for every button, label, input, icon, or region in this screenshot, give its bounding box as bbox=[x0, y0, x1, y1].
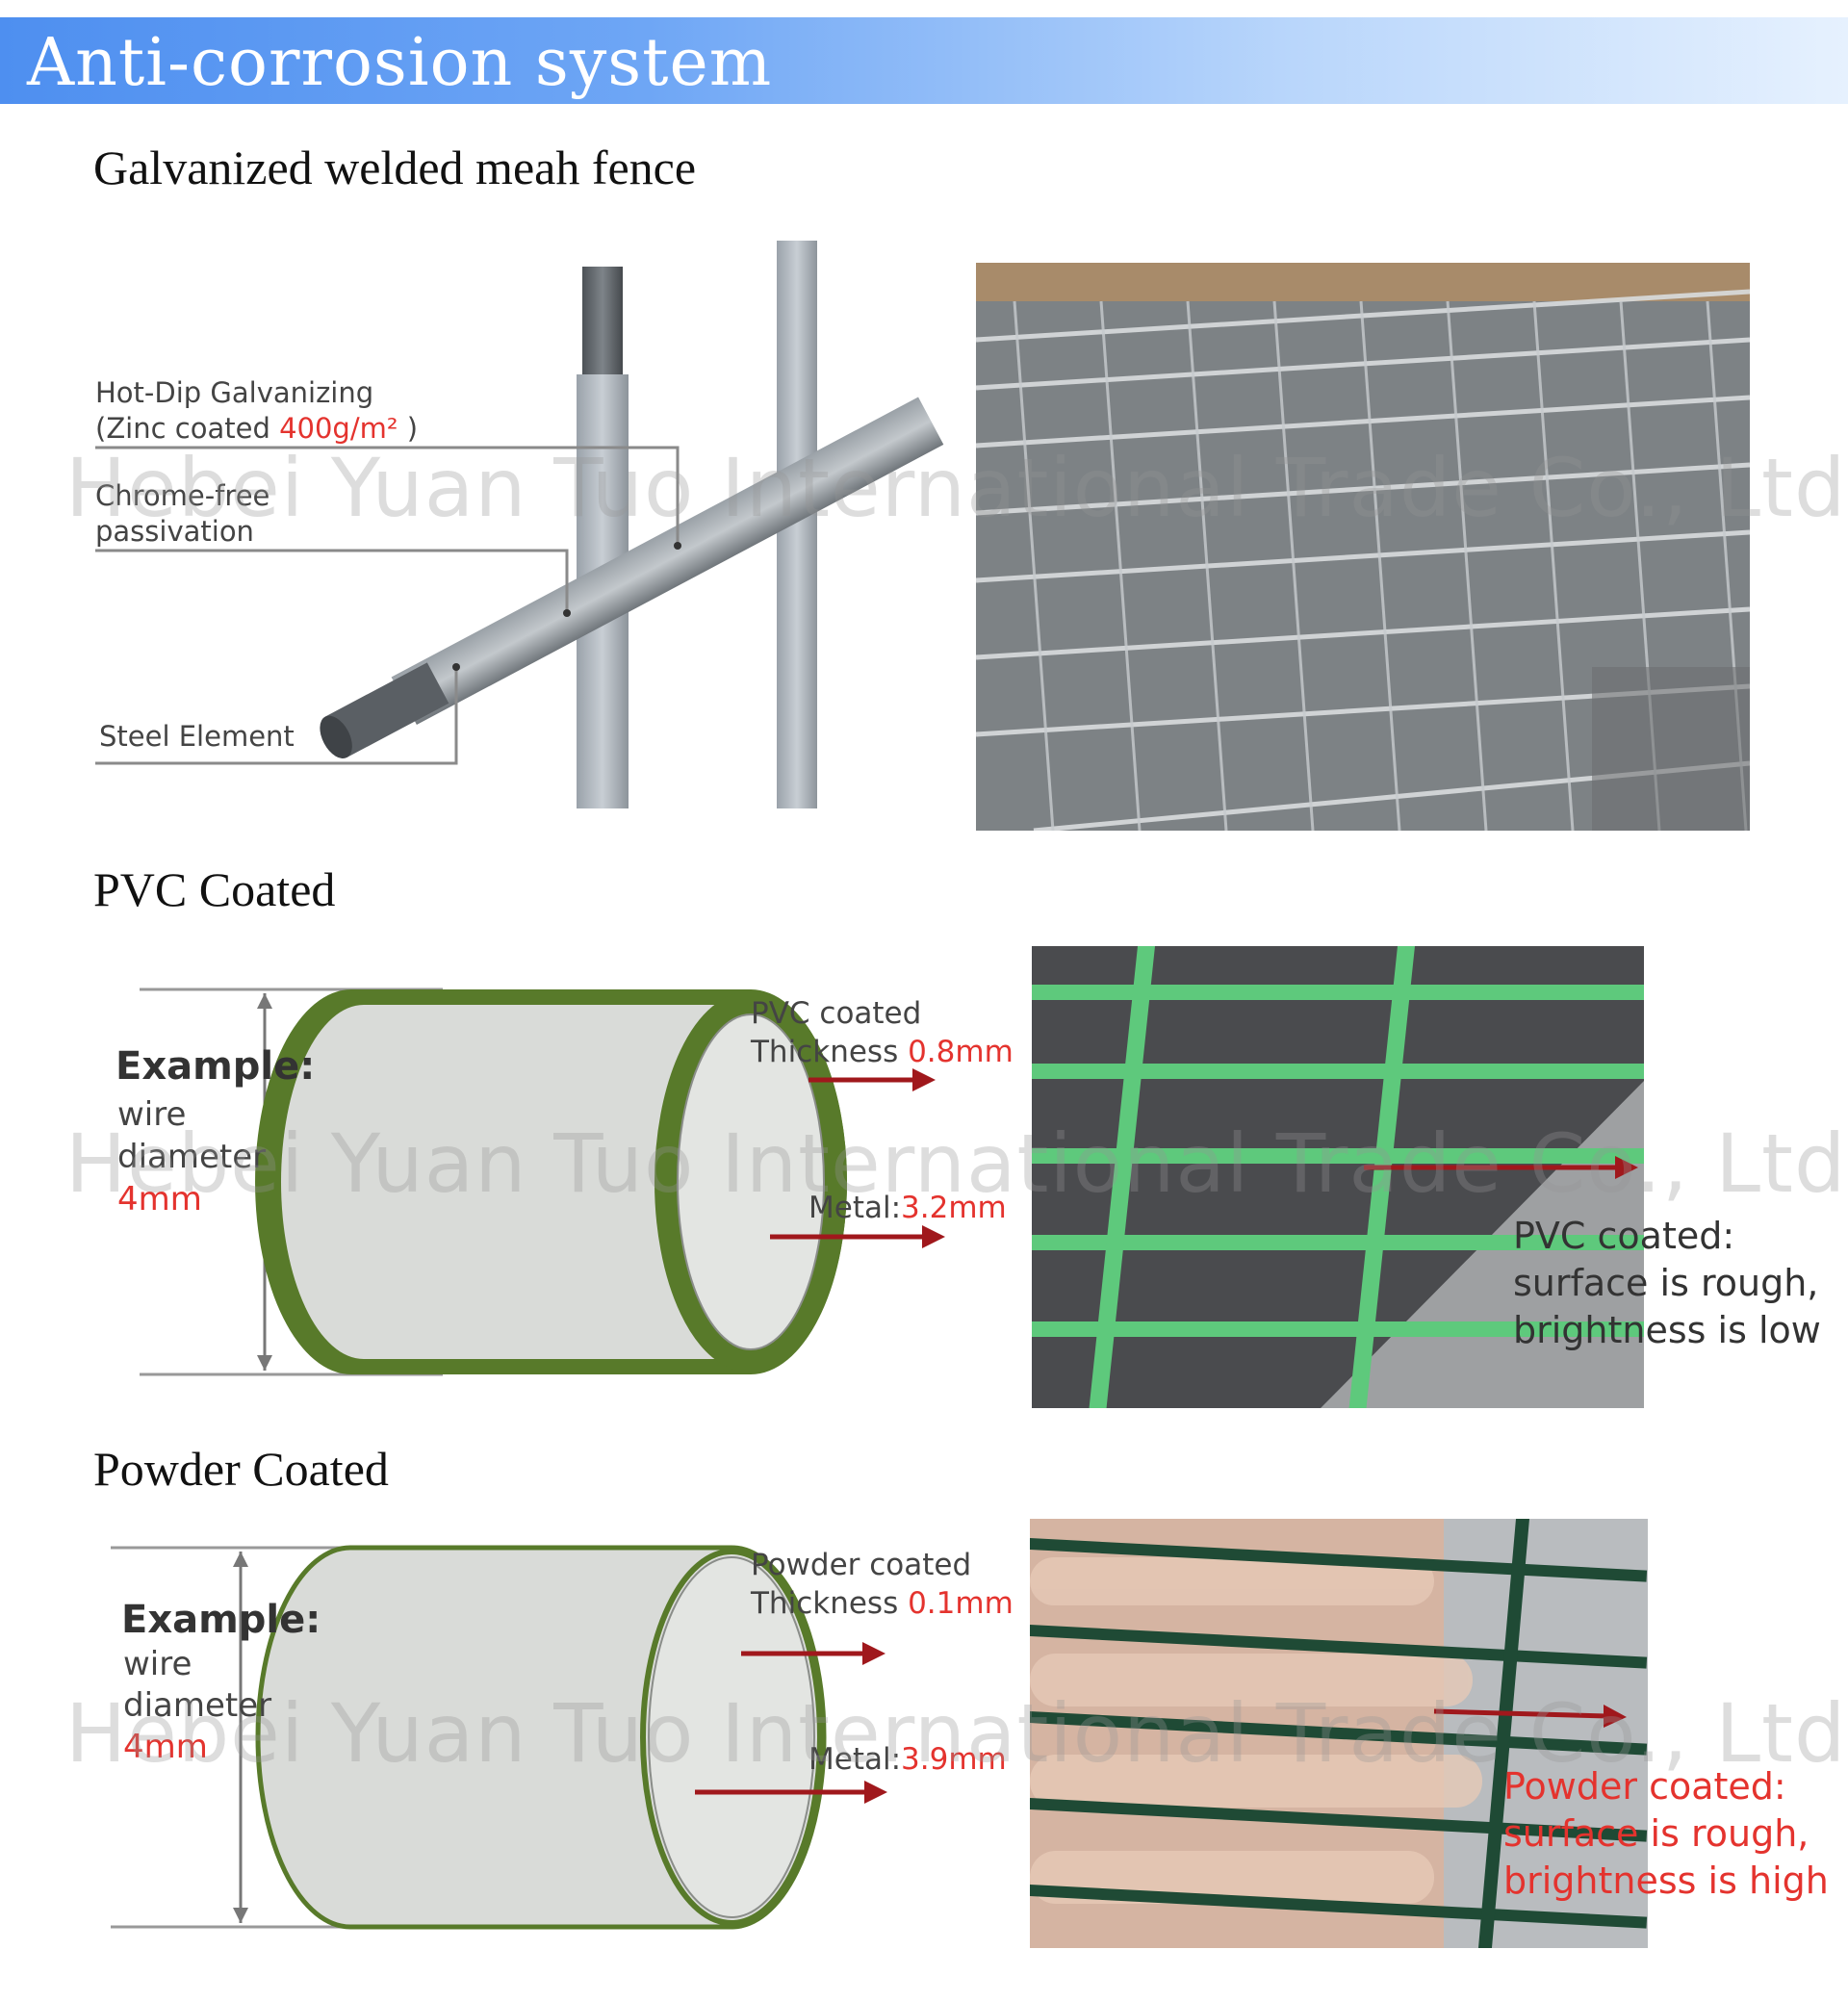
section-title-powder: Powder Coated bbox=[93, 1442, 389, 1496]
title-banner: Anti-corrosion system bbox=[0, 17, 1848, 104]
pvc-photo-caption: PVC coated: surface is rough, brightness… bbox=[1513, 1215, 1821, 1351]
powder-example-label: Example: bbox=[121, 1598, 321, 1642]
pvc-metal-value: 3.2mm bbox=[901, 1191, 1007, 1225]
powder-cylinder-diagram bbox=[111, 1545, 887, 1930]
section-title-pvc: PVC Coated bbox=[93, 862, 336, 916]
pvc-wire-diameter-label: wire diameter 4mm bbox=[117, 1095, 267, 1219]
galvanizing-layers-diagram: Hot-Dip Galvanizing (Zinc coated 400g/m²… bbox=[95, 241, 944, 808]
zinc-weight-value: 400g/m² bbox=[279, 412, 398, 445]
galvanized-fence-photo bbox=[976, 263, 1750, 831]
powder-metal-value: 3.9mm bbox=[901, 1742, 1007, 1777]
powder-wire-diameter-label: wire diameter 4mm bbox=[123, 1645, 272, 1766]
section-title-galvanized: Galvanized welded meah fence bbox=[93, 141, 697, 194]
powder-metal-label: Metal:3.9mm bbox=[808, 1742, 1007, 1777]
pvc-example-label: Example: bbox=[116, 1044, 316, 1089]
powder-coating-thickness-label: Powder coated Thickness 0.1mm bbox=[751, 1548, 1014, 1621]
powder-coating-thickness-value: 0.1mm bbox=[908, 1586, 1014, 1621]
pvc-cylinder-diagram bbox=[140, 988, 945, 1376]
powder-mesh-photo bbox=[1030, 1519, 1648, 1948]
pvc-coating-thickness-label: PVC coated Thickness 0.8mm bbox=[751, 996, 1014, 1069]
pvc-wire-diameter-value: 4mm bbox=[117, 1180, 202, 1219]
pvc-metal-label: Metal:3.2mm bbox=[808, 1191, 1007, 1225]
layer-label-zinc: (Zinc coated 400g/m² ) bbox=[95, 412, 418, 445]
layer-label-chrome-free: Chrome-free bbox=[95, 479, 270, 512]
powder-wire-diameter-value: 4mm bbox=[123, 1728, 208, 1766]
steel-core-top bbox=[582, 267, 623, 374]
powder-photo-caption: Powder coated: surface is rough, brightn… bbox=[1503, 1765, 1829, 1902]
pvc-coating-thickness-value: 0.8mm bbox=[908, 1035, 1014, 1069]
layer-label-steel-element: Steel Element bbox=[99, 720, 295, 753]
layer-label-passivation: passivation bbox=[95, 515, 254, 548]
layer-label-hot-dip: Hot-Dip Galvanizing bbox=[95, 376, 373, 409]
pvc-mesh-photo bbox=[1032, 946, 1644, 1408]
page-title: Anti-corrosion system bbox=[27, 25, 773, 101]
